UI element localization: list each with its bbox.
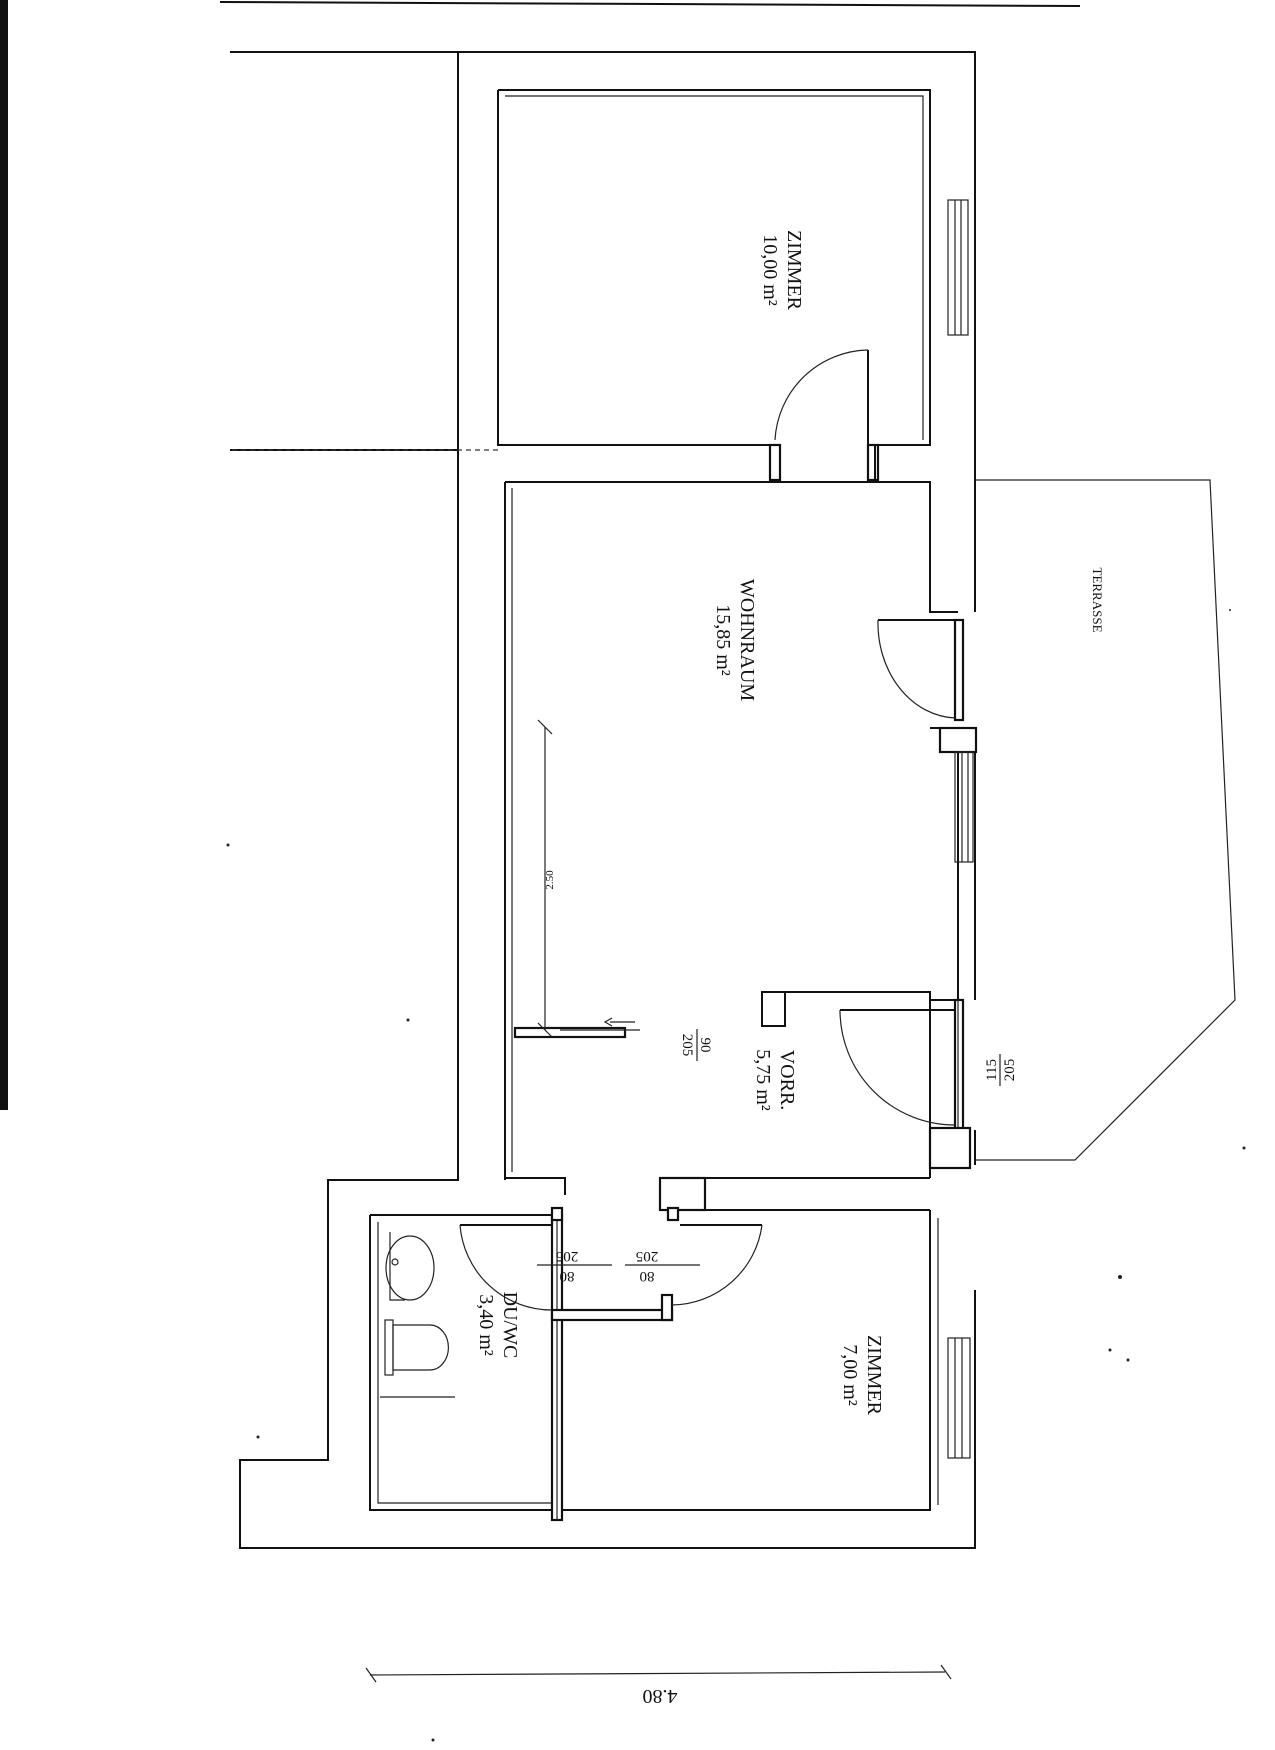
- washbasin-icon: [385, 1232, 435, 1301]
- duwc-name: DU/WC: [499, 1292, 521, 1359]
- vorraum-area: 5,75 m²: [752, 1049, 774, 1111]
- dimension-label-overall: 4.80: [643, 1685, 678, 1707]
- door-label-bath: 80 205: [556, 1248, 579, 1284]
- door-sliding-wohnraum: [513, 1017, 640, 1039]
- label-zimmer-bottom: ZIMMER 7,00 m²: [839, 1335, 885, 1416]
- door-room-height: 205: [636, 1248, 659, 1264]
- door-wohnraum-terrace: [877, 618, 965, 722]
- door-label-vorr-inner: 90 205: [679, 1029, 713, 1061]
- door-top-room: [768, 349, 880, 482]
- label-terrasse: TERRASSE: [1090, 567, 1105, 632]
- zimmer-top-area: 10,00 m²: [759, 234, 781, 306]
- zimmer-top-name: ZIMMER: [783, 230, 805, 311]
- door-bath-width: 80: [560, 1268, 575, 1284]
- label-wohnraum: WOHNRAUM 15,85 m²: [712, 579, 758, 701]
- door-vorr-height: 205: [679, 1034, 695, 1057]
- overall-width-value: 4.80: [643, 1685, 678, 1707]
- scan-specks: [226, 609, 1246, 1742]
- zimmer-bottom-name: ZIMMER: [863, 1335, 885, 1416]
- door-entrance: [839, 998, 972, 1170]
- door-vorr-width: 90: [697, 1038, 713, 1053]
- terrasse-name: TERRASSE: [1090, 567, 1105, 632]
- zimmer-bottom-area: 7,00 m²: [839, 1344, 861, 1406]
- wohnraum-walls: [504, 445, 959, 1180]
- door-bath: [459, 1224, 612, 1311]
- door-room-width: 80: [640, 1268, 655, 1284]
- window-top-room: [947, 199, 969, 336]
- terrace-outline: [975, 479, 1236, 1161]
- wohnraum-depth-value: 2.50: [544, 870, 556, 890]
- duwc-walls: [369, 1206, 680, 1522]
- outer-walls: [230, 51, 976, 1549]
- bottom-room-walls: [562, 1209, 939, 1511]
- dimension-wohnraum-depth: [537, 719, 553, 1038]
- dimension-label-wohnraum: 2.50: [544, 870, 556, 890]
- door-label-room: 80 205: [636, 1248, 659, 1284]
- duwc-area: 3,40 m²: [475, 1294, 497, 1356]
- dimension-overall-width: [365, 1664, 952, 1683]
- wohnraum-area: 15,85 m²: [712, 604, 734, 676]
- scan-edge-mark: [0, 0, 8, 1110]
- door-label-entrance: 115 205: [984, 1054, 1018, 1086]
- window-bottom-room: [947, 1337, 971, 1459]
- toilet-icon: [380, 1319, 455, 1398]
- label-zimmer-top: ZIMMER 10,00 m²: [759, 230, 805, 311]
- label-vorraum: VORR. 5,75 m²: [752, 1049, 798, 1111]
- door-entrance-height: 205: [1002, 1059, 1018, 1082]
- wohnraum-name: WOHNRAUM: [736, 579, 758, 701]
- window-wohnraum: [938, 726, 978, 863]
- door-bath-height: 205: [556, 1248, 579, 1264]
- scan-top-border: [219, 1, 1081, 7]
- vorraum-name: VORR.: [776, 1050, 798, 1111]
- door-bottom-room: [625, 1224, 763, 1306]
- label-duwc: DU/WC 3,40 m²: [475, 1292, 521, 1359]
- door-entrance-width: 115: [984, 1059, 1000, 1081]
